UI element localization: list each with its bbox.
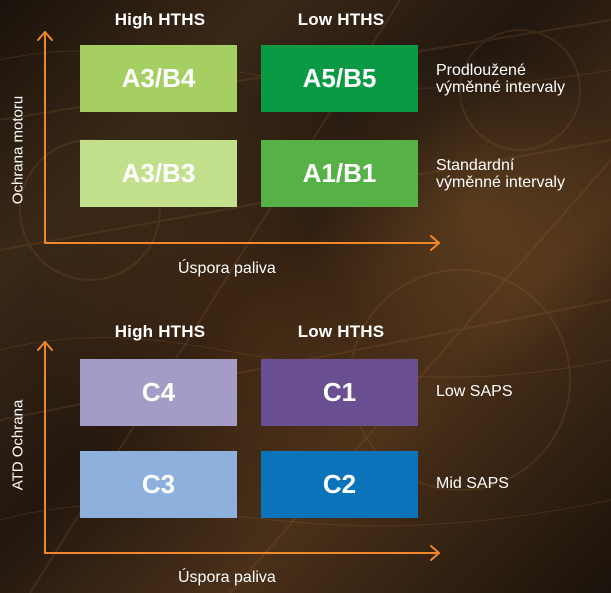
cell-a1-b1: A1/B1 — [261, 140, 418, 207]
y-axis-label: Ochrana motoru — [9, 95, 27, 205]
y-axis-arrow-icon — [37, 31, 53, 41]
axes — [37, 31, 440, 251]
atd-protection-diagram: High HTHS Low HTHS ATD Ochrana Úspora pa… — [0, 300, 611, 593]
row-label-low-saps: Low SAPS — [436, 383, 513, 400]
cell-a3-b3: A3/B3 — [80, 140, 237, 207]
axes — [37, 341, 440, 561]
row-label-extended-intervals: Prodloužené výměnné intervaly — [436, 62, 565, 96]
column-header-high-hths: High HTHS — [114, 10, 206, 29]
cell-a5-b5: A5/B5 — [261, 45, 418, 112]
row-label-line: Prodloužené — [436, 62, 526, 79]
row-label-line: výměnné intervaly — [436, 79, 565, 96]
x-axis-arrow-icon — [430, 235, 440, 251]
column-header-high-hths: High HTHS — [114, 322, 206, 341]
row-label-mid-saps: Mid SAPS — [436, 475, 509, 492]
x-axis-label: Úspora paliva — [178, 260, 276, 277]
x-axis-arrow-icon — [430, 545, 440, 561]
cell-c3: C3 — [80, 451, 237, 518]
x-axis-label: Úspora paliva — [178, 569, 276, 586]
y-axis-arrow-icon — [37, 341, 53, 351]
engine-protection-diagram: High HTHS Low HTHS Ochrana motoru Úspora… — [0, 0, 611, 293]
cell-c4: C4 — [80, 359, 237, 426]
column-header-low-hths: Low HTHS — [297, 10, 385, 29]
row-label-standard-intervals: Standardní výměnné intervaly — [436, 157, 565, 191]
row-label-line: Standardní — [436, 157, 515, 174]
cell-a3-b4: A3/B4 — [80, 45, 237, 112]
y-axis-label: ATD Ochrana — [9, 399, 27, 491]
cell-c1: C1 — [261, 359, 418, 426]
row-label-line: výměnné intervaly — [436, 174, 565, 191]
cell-c2: C2 — [261, 451, 418, 518]
column-header-low-hths: Low HTHS — [297, 322, 385, 341]
